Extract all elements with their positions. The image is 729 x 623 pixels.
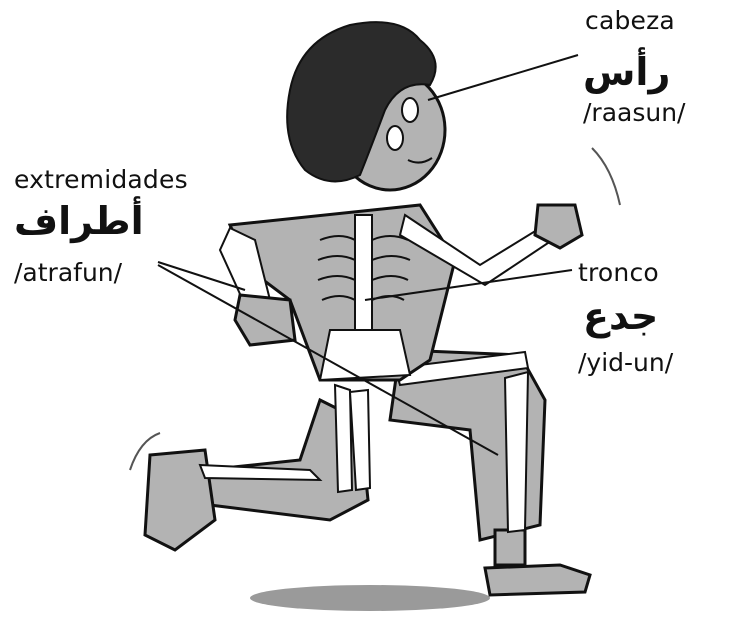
trunk-label-transliteration: /yid-un/: [578, 348, 673, 377]
limbs-label-transliteration: /atrafun/: [14, 258, 122, 287]
limbs-label-arabic: أطراف: [14, 202, 144, 240]
head-label-spanish: cabeza: [585, 6, 675, 35]
head-label-transliteration: /raasun/: [583, 98, 685, 127]
front-leg: [390, 350, 590, 595]
head-label-arabic: رأس: [583, 53, 670, 91]
trunk-label-arabic: جدع: [583, 297, 658, 335]
limbs-label-spanish: extremidades: [14, 165, 188, 194]
leader-line-head: [428, 55, 578, 100]
motion-line: [592, 148, 620, 205]
ground-shadow: [250, 585, 490, 611]
trunk-label-spanish: tronco: [578, 258, 659, 287]
back-leg: [145, 385, 370, 550]
head: [287, 22, 445, 190]
